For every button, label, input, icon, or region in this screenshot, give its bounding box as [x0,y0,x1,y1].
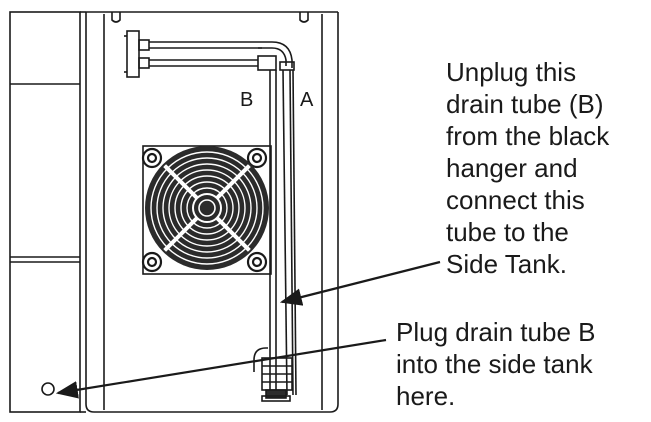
instruction-line: tube to the [446,217,569,247]
unit-body [85,11,339,413]
instruction-line: Side Tank. [446,249,567,279]
instruction-line: into the side tank [396,349,593,379]
arrow-to-tube-b [279,260,441,306]
instruction-line: Plug drain tube B [396,317,596,347]
side-panel [9,11,86,413]
side-tank-port [41,382,55,396]
instruction-line: Unplug this [446,57,577,87]
bottom-drain-fitting [253,347,293,402]
instruction-line: connect this [446,185,585,215]
instruction-line: here. [396,381,456,411]
callout-arrows [55,260,441,399]
arrow-to-side-tank-port [55,338,387,399]
instruction-line: from the black [446,121,610,151]
tube-b-label: B [240,89,254,111]
tube-a-label: A [300,89,314,111]
plug-instruction: Plug drain tube B into the side tank her… [396,316,595,412]
cooling-fan [141,145,272,275]
mounting-screws [141,147,268,273]
instruction-line: hanger and [446,153,578,183]
unplug-instruction: Unplug this drain tube (B) from the blac… [446,56,609,280]
instruction-line: drain tube (B) [446,89,604,119]
drain-tubes [149,41,297,396]
black-hanger [124,30,150,78]
